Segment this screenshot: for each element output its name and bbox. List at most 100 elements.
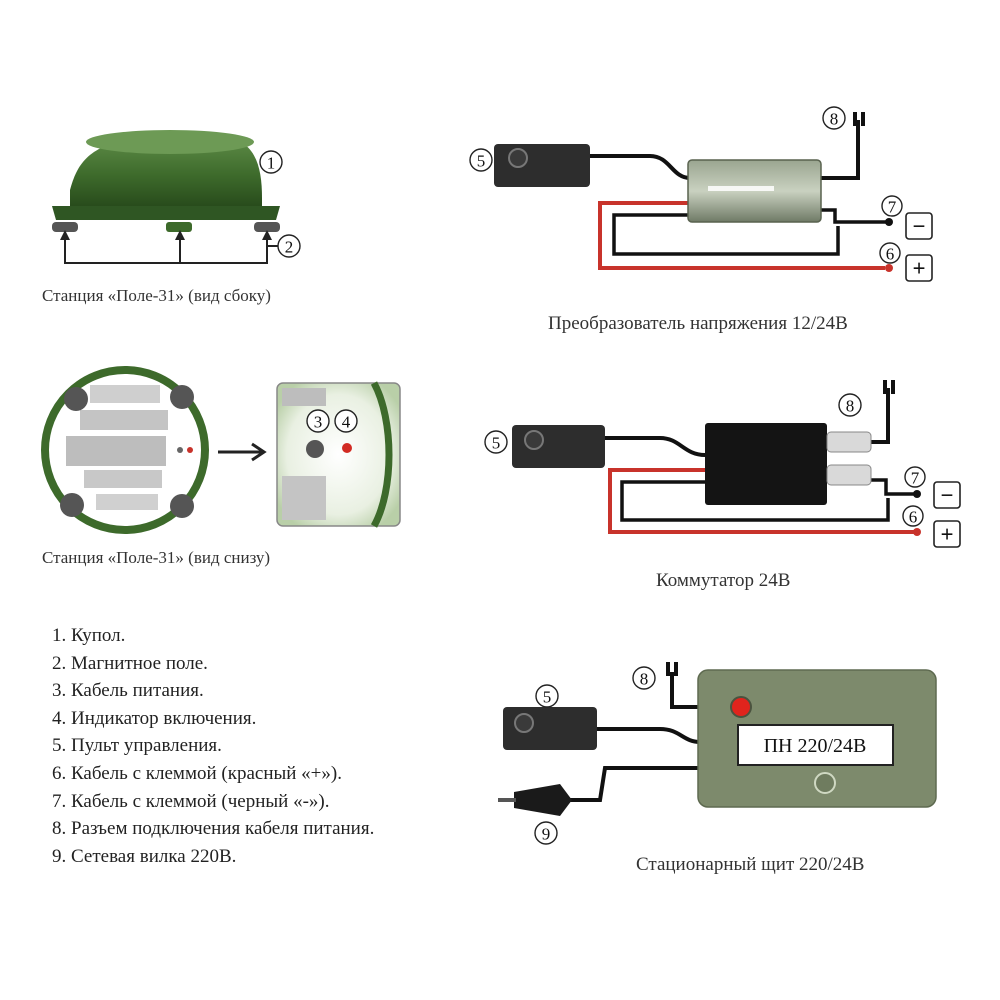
commutator-remote [512,425,605,468]
converter-black-cable-minus [820,208,886,224]
caption-panel: Стационарный щит 220/24В [636,854,865,875]
caption-side-view: Станция «Поле-31» (вид сбоку) [42,286,271,305]
marker-6-converter: 6 [879,242,901,264]
marker-3: 3 [306,409,330,433]
marker-7-converter: 7 [881,195,903,217]
magnet-pad-tl [64,387,88,411]
svg-text:+: + [941,522,954,547]
svg-text:5: 5 [543,688,552,707]
bottom-dot-red [187,447,193,453]
legend-item: 7. Кабель с клеммой (черный «-»). [52,790,330,812]
legend-item: 3. Кабель питания. [52,680,204,702]
svg-text:+: + [913,256,926,281]
marker-8-commutator: 8 [838,393,862,417]
svg-text:6: 6 [909,508,918,527]
legend-item: 4. Индикатор включения. [52,707,257,729]
magnet-pad-tr [170,385,194,409]
converter-connector-8a [853,112,857,126]
bottom-plate-2 [80,410,168,430]
converter-power-cable [820,120,860,180]
commutator-remote-cable [605,436,706,457]
converter-remote [494,144,590,187]
commutator-red-cable [608,468,915,534]
bottom-dot-grey [177,447,183,453]
magnet-pad-bl [60,493,84,517]
minus-sign-converter: − [905,212,933,240]
bottom-plate-1 [90,385,160,403]
legend-item: 6. Кабель с клеммой (красный «+»). [52,762,342,784]
plus-sign-converter: + [905,254,933,282]
zoom-plate-bottom [282,476,326,520]
zoom-arrow [218,442,267,462]
converter-highlight [708,186,774,191]
legend-item: 1. Купол. [52,625,126,646]
panel-remote-cable [597,727,701,744]
legend-item: 5. Пульт управления. [52,735,222,757]
panel-label-box [737,724,894,766]
panel-red-lamp [730,696,752,718]
caption-commutator: Коммутатор 24В [656,570,791,591]
commutator-diagram: 5 8 7 6 − + [484,380,961,548]
panel-remote-button [514,713,534,733]
plug-pins [498,798,516,802]
commutator-connector-8a [883,380,887,394]
commutator-gland-top [826,431,872,453]
magnet-foot-left [52,222,78,232]
marker-6-commutator: 6 [902,505,924,527]
marker-7-commutator: 7 [904,466,926,488]
panel-connector-8a [666,662,670,676]
magnet-foot-center [166,222,192,232]
legend-item: 8. Разъем подключения кабеля питания. [52,818,375,840]
commutator-body [705,423,827,505]
svg-text:5: 5 [492,434,501,453]
magnet-pad-br [170,494,194,518]
marker-8-panel: 8 [632,666,656,690]
svg-text:3: 3 [314,413,323,432]
commutator-black-cable-minus [870,478,914,496]
svg-text:1: 1 [267,154,276,173]
panel-green-lamp [814,772,836,794]
converter-remote-cable [590,154,691,180]
legend-list: 1. Купол. 2. Магнитное поле. 3. Кабель п… [52,622,374,870]
commutator-terminal-minus [913,490,921,498]
marker-5-converter: 5 [469,148,493,172]
svg-text:2: 2 [285,238,294,257]
zoom-rim [370,381,393,528]
caption-converter: Преобразователь напряжения 12/24В [548,313,848,334]
commutator-connector-8b [891,380,895,394]
station-bottom-view: 3 4 [41,366,401,534]
marker-1: 1 [259,150,283,174]
marker-9: 9 [534,821,558,845]
dome-top [86,130,254,154]
marker-4: 4 [334,409,358,433]
plus-sign-commutator: + [933,520,961,548]
svg-text:−: − [913,214,926,239]
converter-terminal-plus [885,264,893,272]
bottom-plate-3 [66,436,166,466]
commutator-power-cable [870,388,890,444]
svg-text:5: 5 [477,152,486,171]
power-indicator [342,443,352,453]
panel-diagram: ПН 220/24В 5 8 9 [498,662,937,845]
svg-text:4: 4 [342,413,351,432]
magnet-foot-right [254,222,280,232]
converter-red-cable [598,201,885,270]
svg-text:7: 7 [888,198,897,217]
commutator-terminal-plus [913,528,921,536]
dome-body [70,136,262,208]
magnet-bracket [64,238,278,264]
power-cable-socket [306,440,324,458]
converter-black-cable-return [612,213,840,256]
panel-connector-8b [674,662,678,676]
svg-text:8: 8 [640,670,649,689]
commutator-remote-button [524,430,544,450]
commutator-black-cable-return [620,480,890,522]
zoom-plate-top [282,388,326,406]
svg-text:6: 6 [886,245,895,264]
svg-text:9: 9 [542,825,551,844]
marker-5-commutator: 5 [484,430,508,454]
converter-remote-button [508,148,528,168]
converter-terminal-minus [885,218,893,226]
bottom-plate-5 [96,494,158,510]
